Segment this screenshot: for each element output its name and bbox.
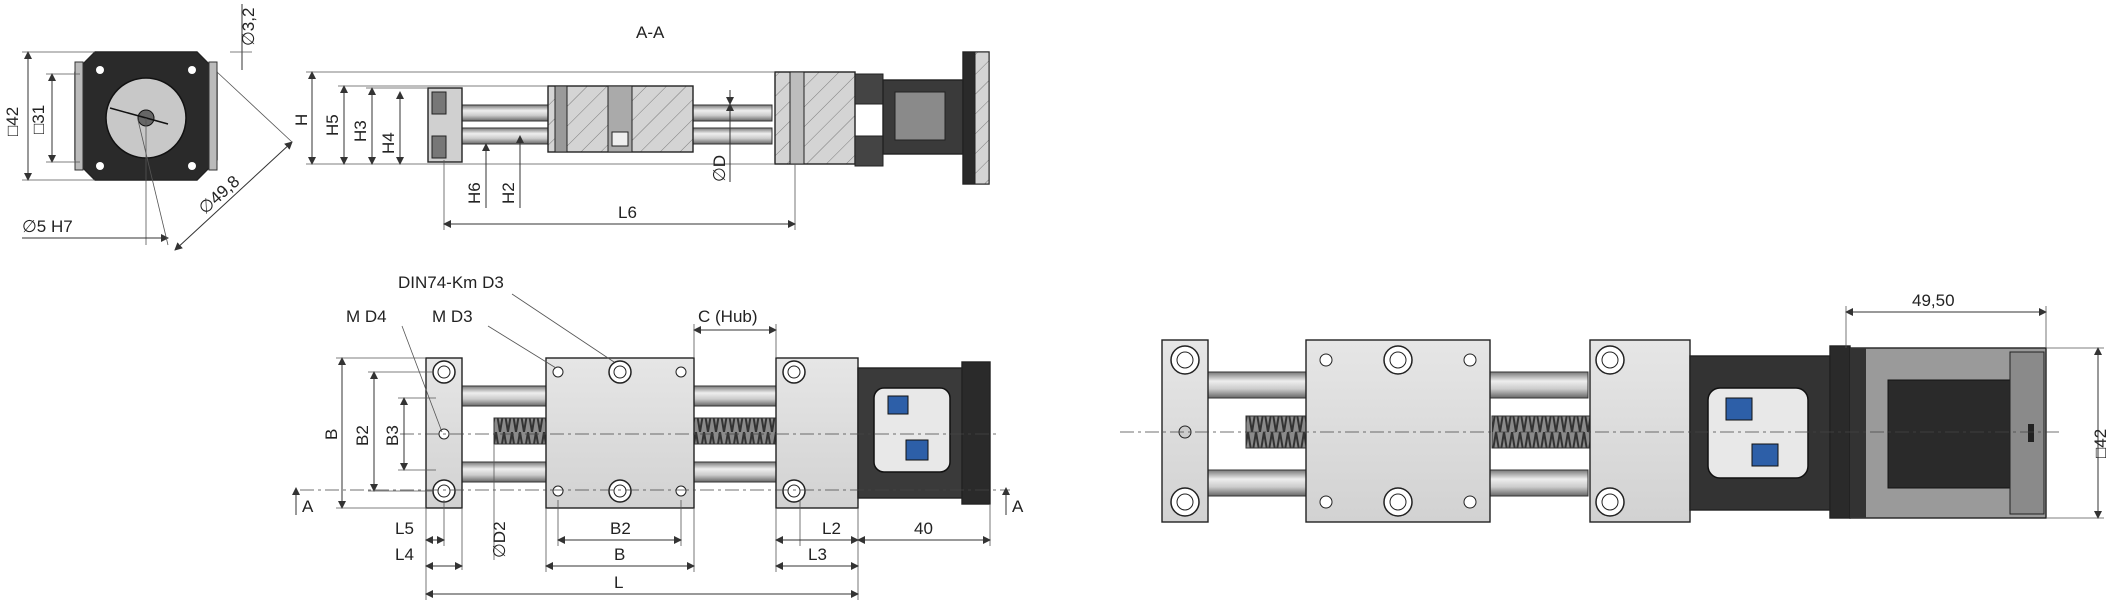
- section-mark-a-right: A: [1012, 497, 1024, 516]
- section-motor-block: [774, 71, 856, 165]
- dim-b2-bottom: B2: [610, 519, 631, 538]
- label-md3: M D3: [432, 307, 473, 326]
- dim-b-bottom: B: [614, 545, 625, 564]
- section-mark-a-left: A: [302, 497, 314, 516]
- dim-sq31: □31: [29, 105, 48, 134]
- label-md4: M D4: [346, 307, 387, 326]
- dim-h4: H4: [379, 132, 398, 154]
- dim-h6: H6: [465, 182, 484, 204]
- dim-dd2: ∅D2: [490, 521, 509, 558]
- dim-l6: L6: [618, 203, 637, 222]
- assembled-view: 49,50 □42: [1120, 291, 2110, 523]
- dim-l5: L5: [395, 519, 414, 538]
- section-a-a-view: A-A H H5 H3 H4 H6: [292, 23, 990, 230]
- dim-l3: L3: [808, 545, 827, 564]
- dim-l2: L2: [822, 519, 841, 538]
- label-din: DIN74-Km D3: [398, 273, 504, 292]
- dim-b3: B3: [383, 425, 402, 446]
- dim-sq42: □42: [3, 107, 22, 136]
- section-title: A-A: [636, 23, 665, 42]
- dim-4950: 49,50: [1912, 291, 1955, 310]
- dim-h2: H2: [499, 182, 518, 204]
- motor-end-view: □42 □31 ∅3,2 ∅49,8 ∅5 H7: [3, 4, 293, 251]
- dim-h3: H3: [351, 120, 370, 142]
- dim-d498: ∅49,8: [195, 172, 243, 218]
- dim-h: H: [292, 114, 311, 126]
- dim-b: B: [322, 429, 341, 440]
- dim-b2: B2: [353, 425, 372, 446]
- dim-dd: ∅D: [710, 155, 729, 182]
- dim-sq42-right: □42: [2091, 429, 2110, 458]
- top-view: A A B B2 B3 DIN74-Km D3 M D4 M D3 C (Hub…: [292, 273, 1024, 600]
- dim-d5h7: ∅5 H7: [22, 217, 73, 236]
- dim-l: L: [614, 573, 623, 592]
- dim-40: 40: [914, 519, 933, 538]
- dim-l4: L4: [395, 545, 414, 564]
- dim-chub: C (Hub): [698, 307, 758, 326]
- dim-h5: H5: [323, 114, 342, 136]
- dim-d32: ∅3,2: [239, 8, 258, 46]
